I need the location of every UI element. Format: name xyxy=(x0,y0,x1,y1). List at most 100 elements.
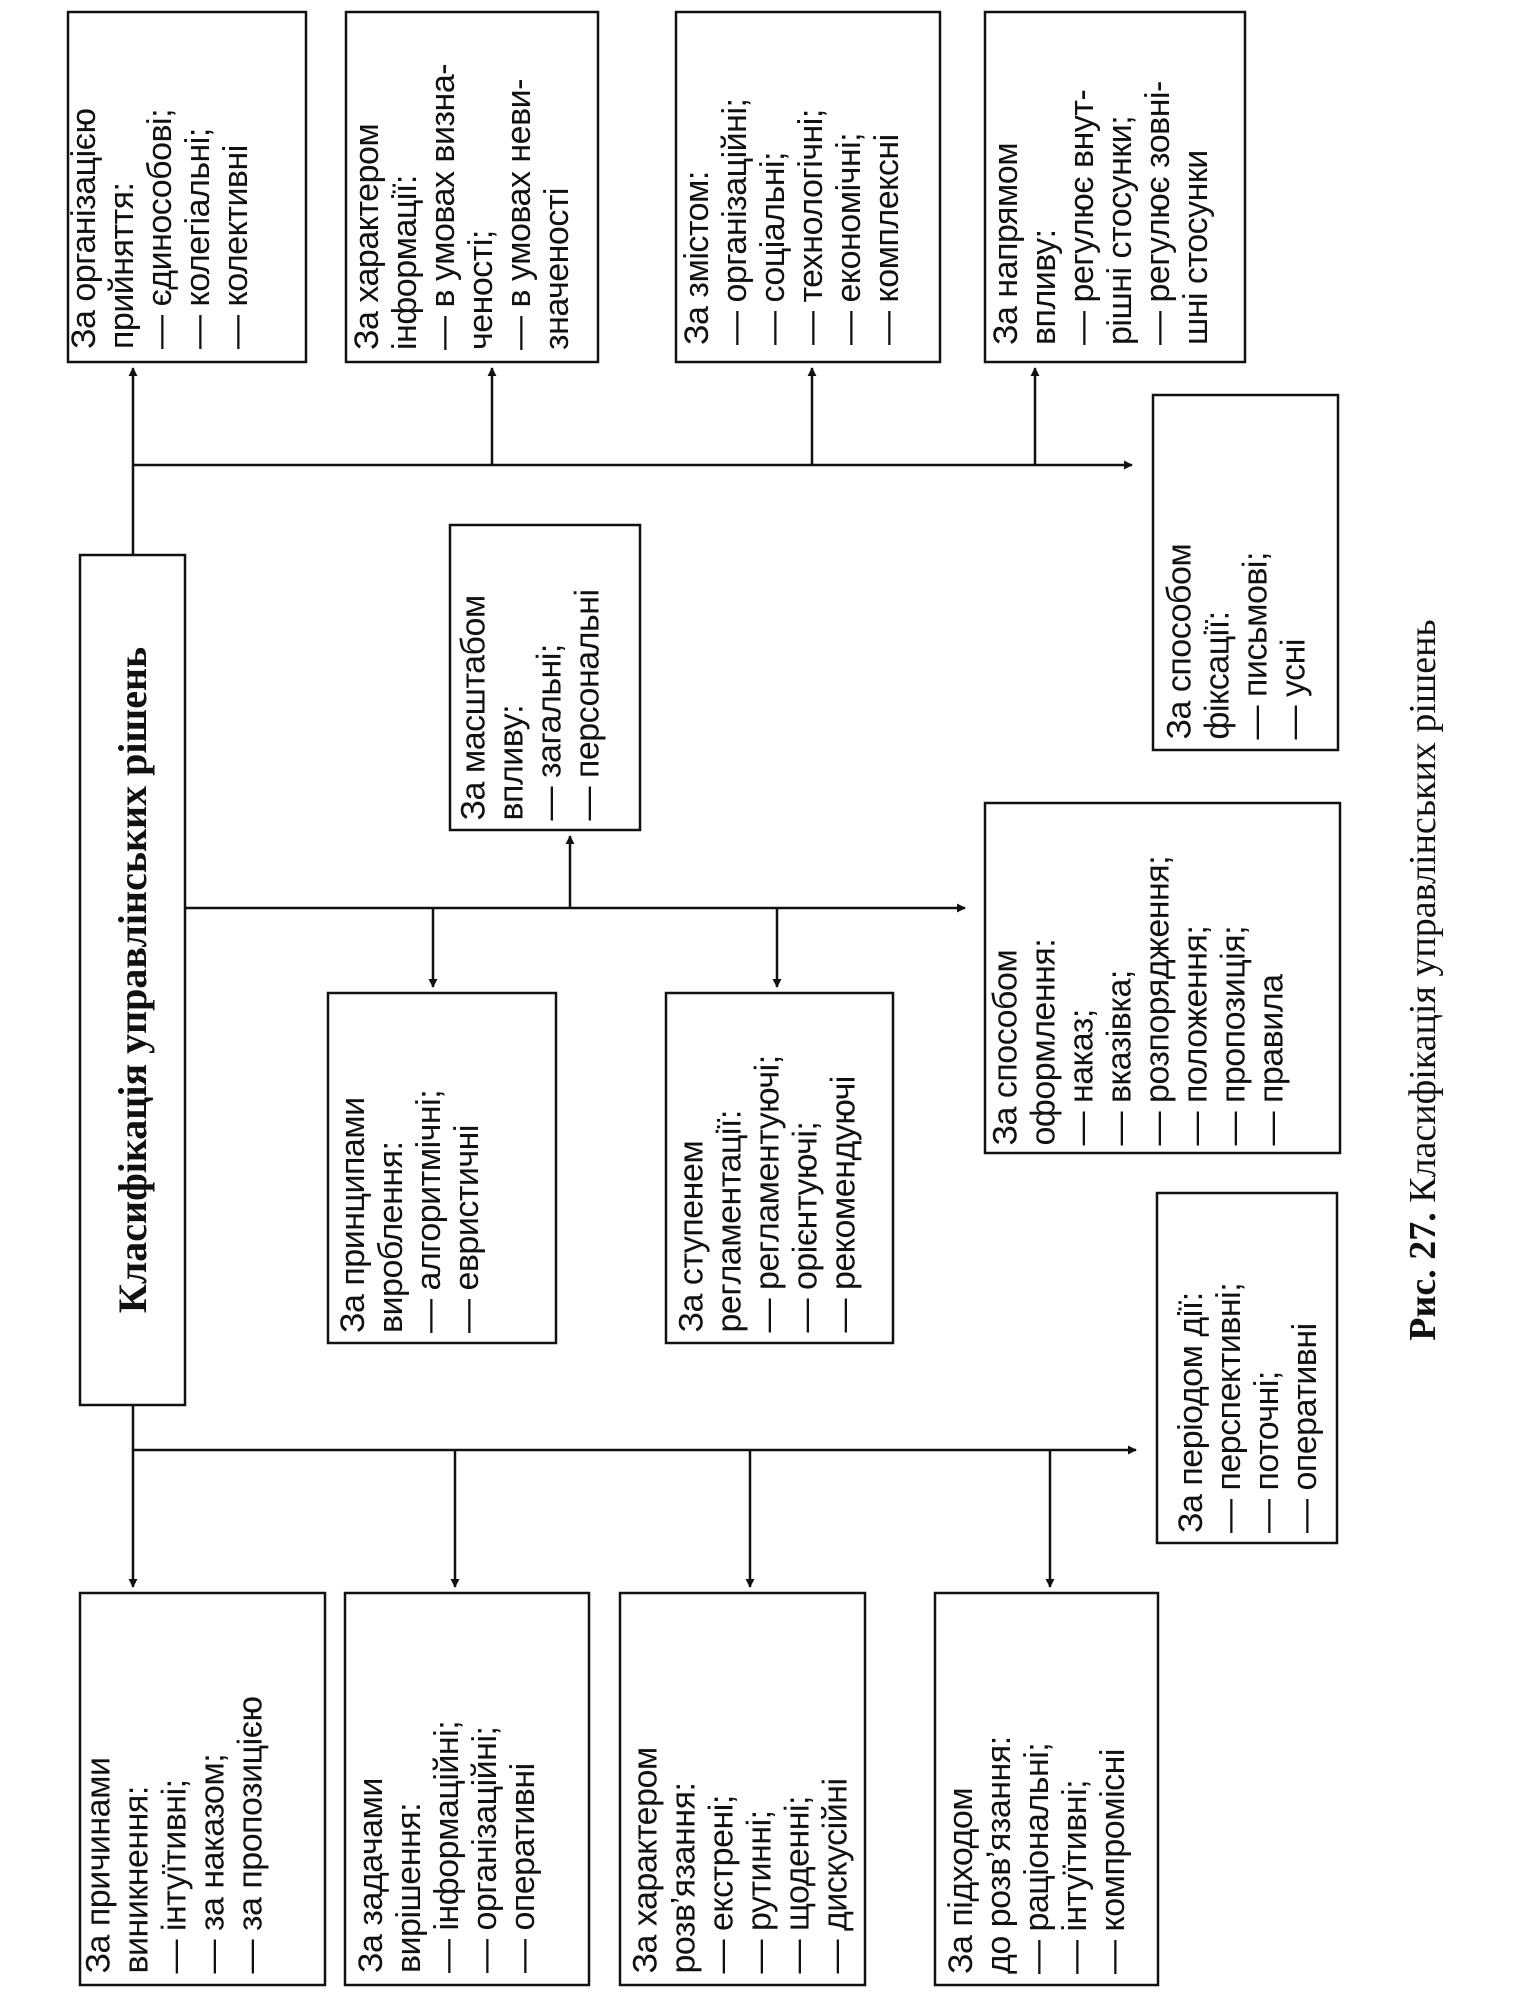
box-label-line: За способом xyxy=(1160,543,1199,740)
list-item: — оперативні xyxy=(504,1763,542,1973)
list-item: — розпорядження; xyxy=(1138,855,1177,1146)
box-label-line: вирішення: xyxy=(390,1802,428,1973)
box-label-line: розв’язання: xyxy=(664,1782,703,1974)
list-item: — регулює внут- xyxy=(1063,89,1101,345)
box-label-line: За причинами xyxy=(79,1757,118,1974)
list-item: — комплексні xyxy=(868,134,906,345)
list-item: — персональні xyxy=(568,589,607,821)
box-solution-character xyxy=(618,1591,867,1987)
box-label-line: За характером xyxy=(348,123,386,350)
box-scale xyxy=(448,523,642,832)
box-tasks xyxy=(343,1591,591,1987)
caption-text: Класифікація управлінських рішень xyxy=(1402,619,1444,1213)
box-label-line: За способом xyxy=(986,949,1025,1146)
box-label-line: За ступенем xyxy=(672,1140,711,1333)
list-item: — регламентуючі; xyxy=(748,1055,787,1333)
box-period xyxy=(1155,1191,1339,1545)
list-item: — загальні; xyxy=(530,644,569,821)
list-item: — письмові; xyxy=(1236,552,1275,740)
list-item: — положення; xyxy=(1176,925,1215,1146)
box-label-line: оформлення: xyxy=(1024,938,1063,1146)
box-causes xyxy=(78,1591,327,1987)
list-item: — компромісні xyxy=(1094,1749,1132,1974)
box-formalization xyxy=(983,801,1342,1155)
list-item: — інформаційні; xyxy=(428,1720,466,1973)
list-item: — пропозиція; xyxy=(1214,925,1253,1146)
box-info-character xyxy=(344,10,600,364)
list-item: — колегіальні; xyxy=(179,128,217,349)
box-label-line: За підходом xyxy=(942,1787,980,1974)
list-item: — дискусійні xyxy=(816,1778,855,1974)
box-label-line: інформації: xyxy=(386,175,424,350)
text-content: За змістом:— організаційні;— соціальні;—… xyxy=(678,15,928,345)
list-item: — інтуїтивні; xyxy=(1056,1779,1094,1974)
box-direction xyxy=(983,10,1247,364)
box-label-line: вироблення: xyxy=(372,1141,410,1333)
list-item: — економічні; xyxy=(830,132,868,345)
box-label-line: За напрямом xyxy=(987,142,1025,345)
list-item: — в умовах визна- xyxy=(424,63,462,350)
list-item: — єдинособові; xyxy=(141,108,179,349)
box-label-line: шні стосунки xyxy=(1177,150,1215,345)
list-item: — інтуїтивні; xyxy=(155,1779,194,1974)
box-regulation xyxy=(664,991,895,1345)
box-label-line: значеності xyxy=(538,188,576,350)
box-label-line: впливу: xyxy=(1025,229,1063,345)
box-organization xyxy=(66,10,308,364)
caption-number: Рис. 27. xyxy=(1402,1212,1444,1341)
box-label-line: фіксації: xyxy=(1198,611,1237,740)
list-item: — рутинні; xyxy=(740,1810,779,1974)
list-item: — в умовах неви- xyxy=(500,79,538,350)
box-approach xyxy=(933,1591,1160,1987)
list-item: — алгоритмічні; xyxy=(410,1089,448,1333)
list-item: — за пропозицією xyxy=(231,1696,270,1974)
list-item: — за наказом; xyxy=(193,1753,232,1974)
box-label-line: За періодом дії: xyxy=(1172,1292,1210,1533)
list-item: — рекомендуючі xyxy=(824,1076,863,1333)
box-label-line: За характером xyxy=(626,1747,665,1974)
box-label-line: впливу: xyxy=(492,704,531,821)
list-item: — організаційні; xyxy=(716,98,754,345)
list-item: — соціальні; xyxy=(754,151,792,345)
box-label-line: За організацією xyxy=(65,108,103,349)
figure-caption: Рис. 27. Класифікація управлінських ріше… xyxy=(1398,580,1448,1380)
box-label-line: ченості; xyxy=(462,230,500,350)
box-label-line: рішні стосунки; xyxy=(1101,115,1139,345)
box-principles xyxy=(326,991,558,1345)
list-item: — екстрені; xyxy=(702,1795,741,1974)
list-item: — перспективні; xyxy=(1210,1282,1248,1533)
box-label-line: За задачами xyxy=(352,1778,390,1973)
list-item: — вказівка; xyxy=(1100,970,1139,1146)
list-item: — регулює зовні- xyxy=(1139,81,1177,345)
box-label-line: За масштабом xyxy=(454,595,493,821)
list-item: — евристичні xyxy=(448,1125,486,1333)
list-item: — колективні xyxy=(217,145,255,349)
box-label-line: регламентації: xyxy=(710,1110,749,1333)
box-label-line: виникнення: xyxy=(117,1786,156,1974)
list-item: — наказ; xyxy=(1062,1009,1101,1146)
list-item: — організаційні; xyxy=(466,1726,504,1973)
list-item: — поточні; xyxy=(1248,1371,1286,1533)
box-label-line: до розв’язання: xyxy=(980,1736,1018,1974)
box-label-line: За принципами xyxy=(334,1097,372,1333)
box-label-line: прийняття: xyxy=(103,182,141,350)
list-item: — оперативні xyxy=(1286,1323,1324,1533)
list-item: — орієнтуючі; xyxy=(786,1121,825,1333)
box-label-line: За змістом: xyxy=(678,171,716,345)
list-item: — усні xyxy=(1274,639,1313,740)
main-title: Класифікація управлінських рішень xyxy=(110,646,155,1314)
list-item: — технологічні; xyxy=(792,109,830,345)
